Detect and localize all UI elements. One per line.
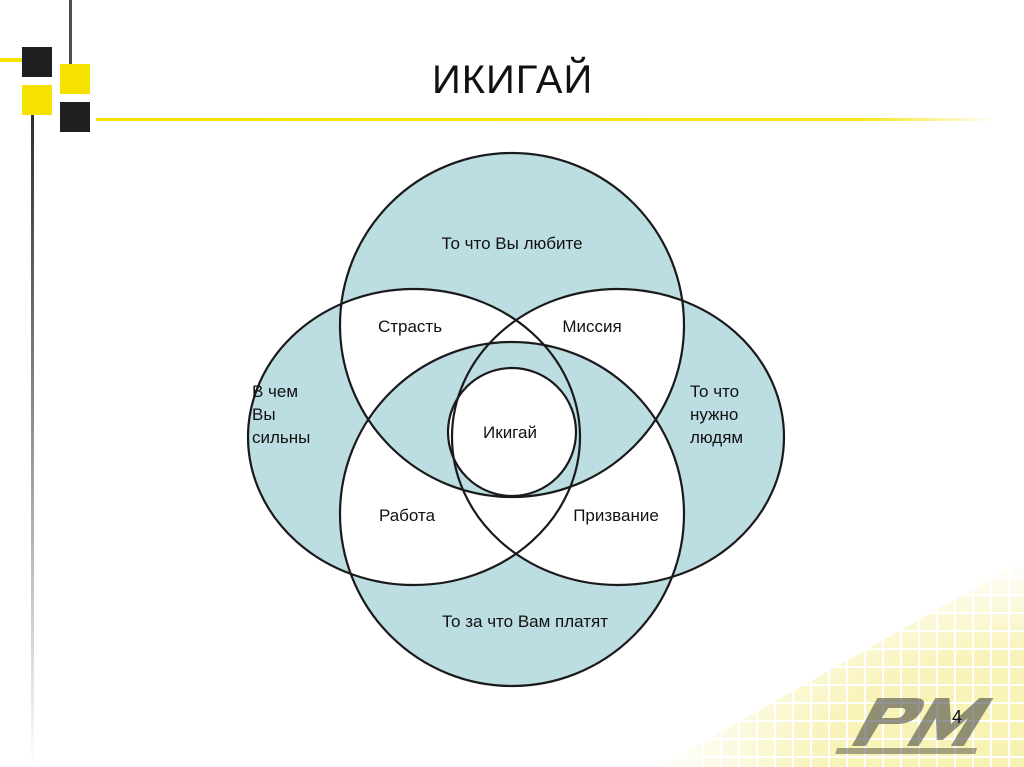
circle-left <box>246 287 582 587</box>
top-vertical-line <box>69 0 72 70</box>
label-overlap-top-left: Страсть <box>378 317 442 336</box>
label-left-circle-line2: Вы <box>252 405 276 424</box>
label-bottom-circle: То за что Вам платят <box>442 612 608 631</box>
label-overlap-bottom-right: Призвание <box>573 506 659 525</box>
label-right-circle-line2: нужно <box>690 405 738 424</box>
label-left-circle-line3: сильны <box>252 428 310 447</box>
venn-outlines <box>246 151 786 688</box>
label-right-circle-line3: людям <box>690 428 743 447</box>
label-overlap-top-right: Миссия <box>562 317 621 336</box>
logo-watermark-icon <box>835 698 994 754</box>
page-number: 4 <box>952 707 963 727</box>
left-stub-line <box>0 58 22 62</box>
label-center: Икигай <box>483 423 537 442</box>
slide-title: ИКИГАЙ <box>432 58 594 102</box>
venn-white-regions <box>340 289 684 585</box>
label-top-circle: То что Вы любите <box>441 234 582 253</box>
label-right-circle-line1: То что <box>690 382 739 401</box>
circle-right <box>450 287 786 587</box>
title-underline <box>96 118 996 121</box>
circle-bottom <box>338 340 686 688</box>
corner-squares-decoration <box>22 47 90 132</box>
label-left-circle-line1: В чем <box>252 382 298 401</box>
circle-center <box>446 366 578 498</box>
left-vertical-line <box>31 90 34 767</box>
label-overlap-bottom-left: Работа <box>379 506 436 525</box>
